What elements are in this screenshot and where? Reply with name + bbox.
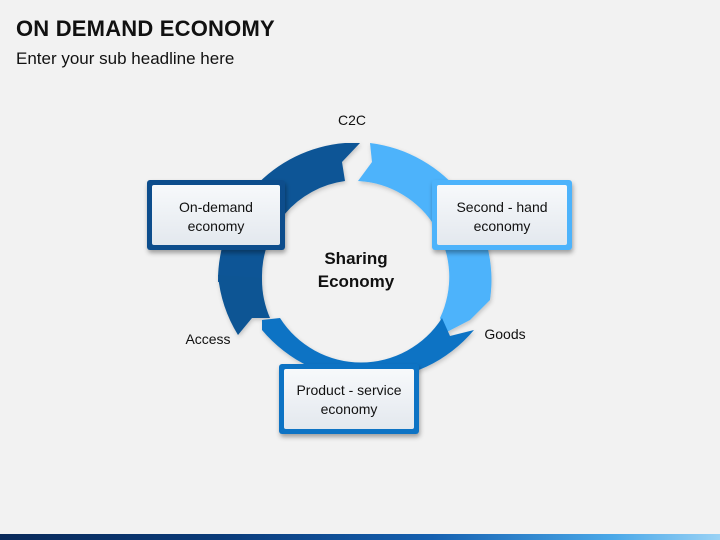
box-on-demand-line1: On-demand xyxy=(179,199,253,215)
label-goods: Goods xyxy=(484,326,525,342)
box-product-service-line2: economy xyxy=(321,401,378,417)
box-on-demand-economy[interactable] xyxy=(147,180,285,250)
slide-subtitle[interactable]: Enter your sub headline here xyxy=(16,49,235,68)
box-on-demand-line2: economy xyxy=(188,218,245,234)
box-second-hand-line2: economy xyxy=(474,218,531,234)
center-label-line1: Sharing xyxy=(324,249,387,268)
cycle-arrow-left xyxy=(218,275,270,335)
label-access: Access xyxy=(185,331,230,347)
box-second-hand-line1: Second - hand xyxy=(456,199,547,215)
slide-title: ON DEMAND ECONOMY xyxy=(16,16,275,41)
label-c2c: C2C xyxy=(338,112,366,128)
center-label-line2: Economy xyxy=(318,272,395,291)
footer-gradient-bar xyxy=(0,534,720,540)
box-product-service-line1: Product - service xyxy=(296,382,401,398)
box-product-service-economy[interactable] xyxy=(279,364,419,434)
box-second-hand-economy[interactable] xyxy=(432,180,572,250)
